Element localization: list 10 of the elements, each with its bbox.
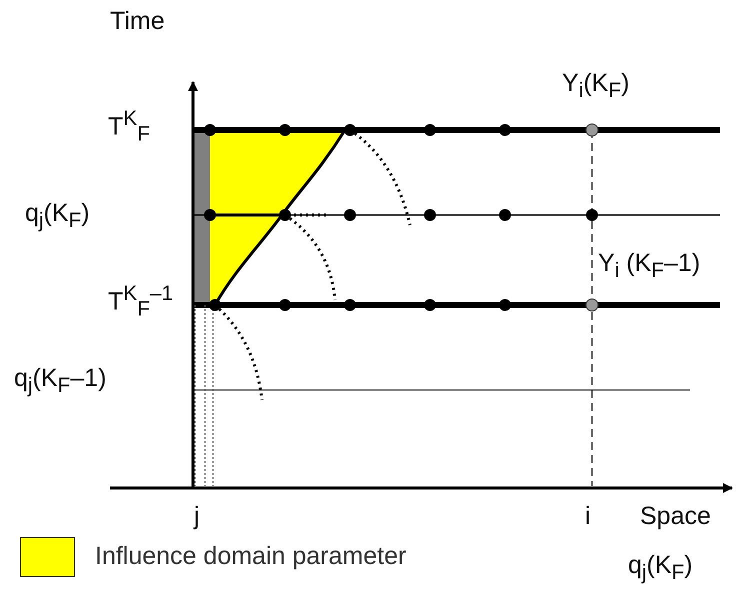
axis-title: Space	[640, 503, 711, 530]
parameter-label: q$_{j}$(K$_{F}$)	[25, 200, 90, 233]
legend-label: Influence domain parameter	[95, 543, 406, 570]
axis-tick-label: j	[194, 503, 200, 530]
point-label: Y$_{i}$ (K$_{F}$–1)	[598, 250, 700, 283]
parameter-label: q$_{j}$(K$_{F}$–1)	[14, 365, 106, 398]
point-label: Y$_{i}$(K$_{F}$)	[562, 70, 630, 103]
axis-title: Time	[110, 8, 165, 36]
axis-tick-label: i	[585, 503, 591, 530]
parameter-label: q$_{j}$(K$_{F}$)	[628, 552, 693, 585]
